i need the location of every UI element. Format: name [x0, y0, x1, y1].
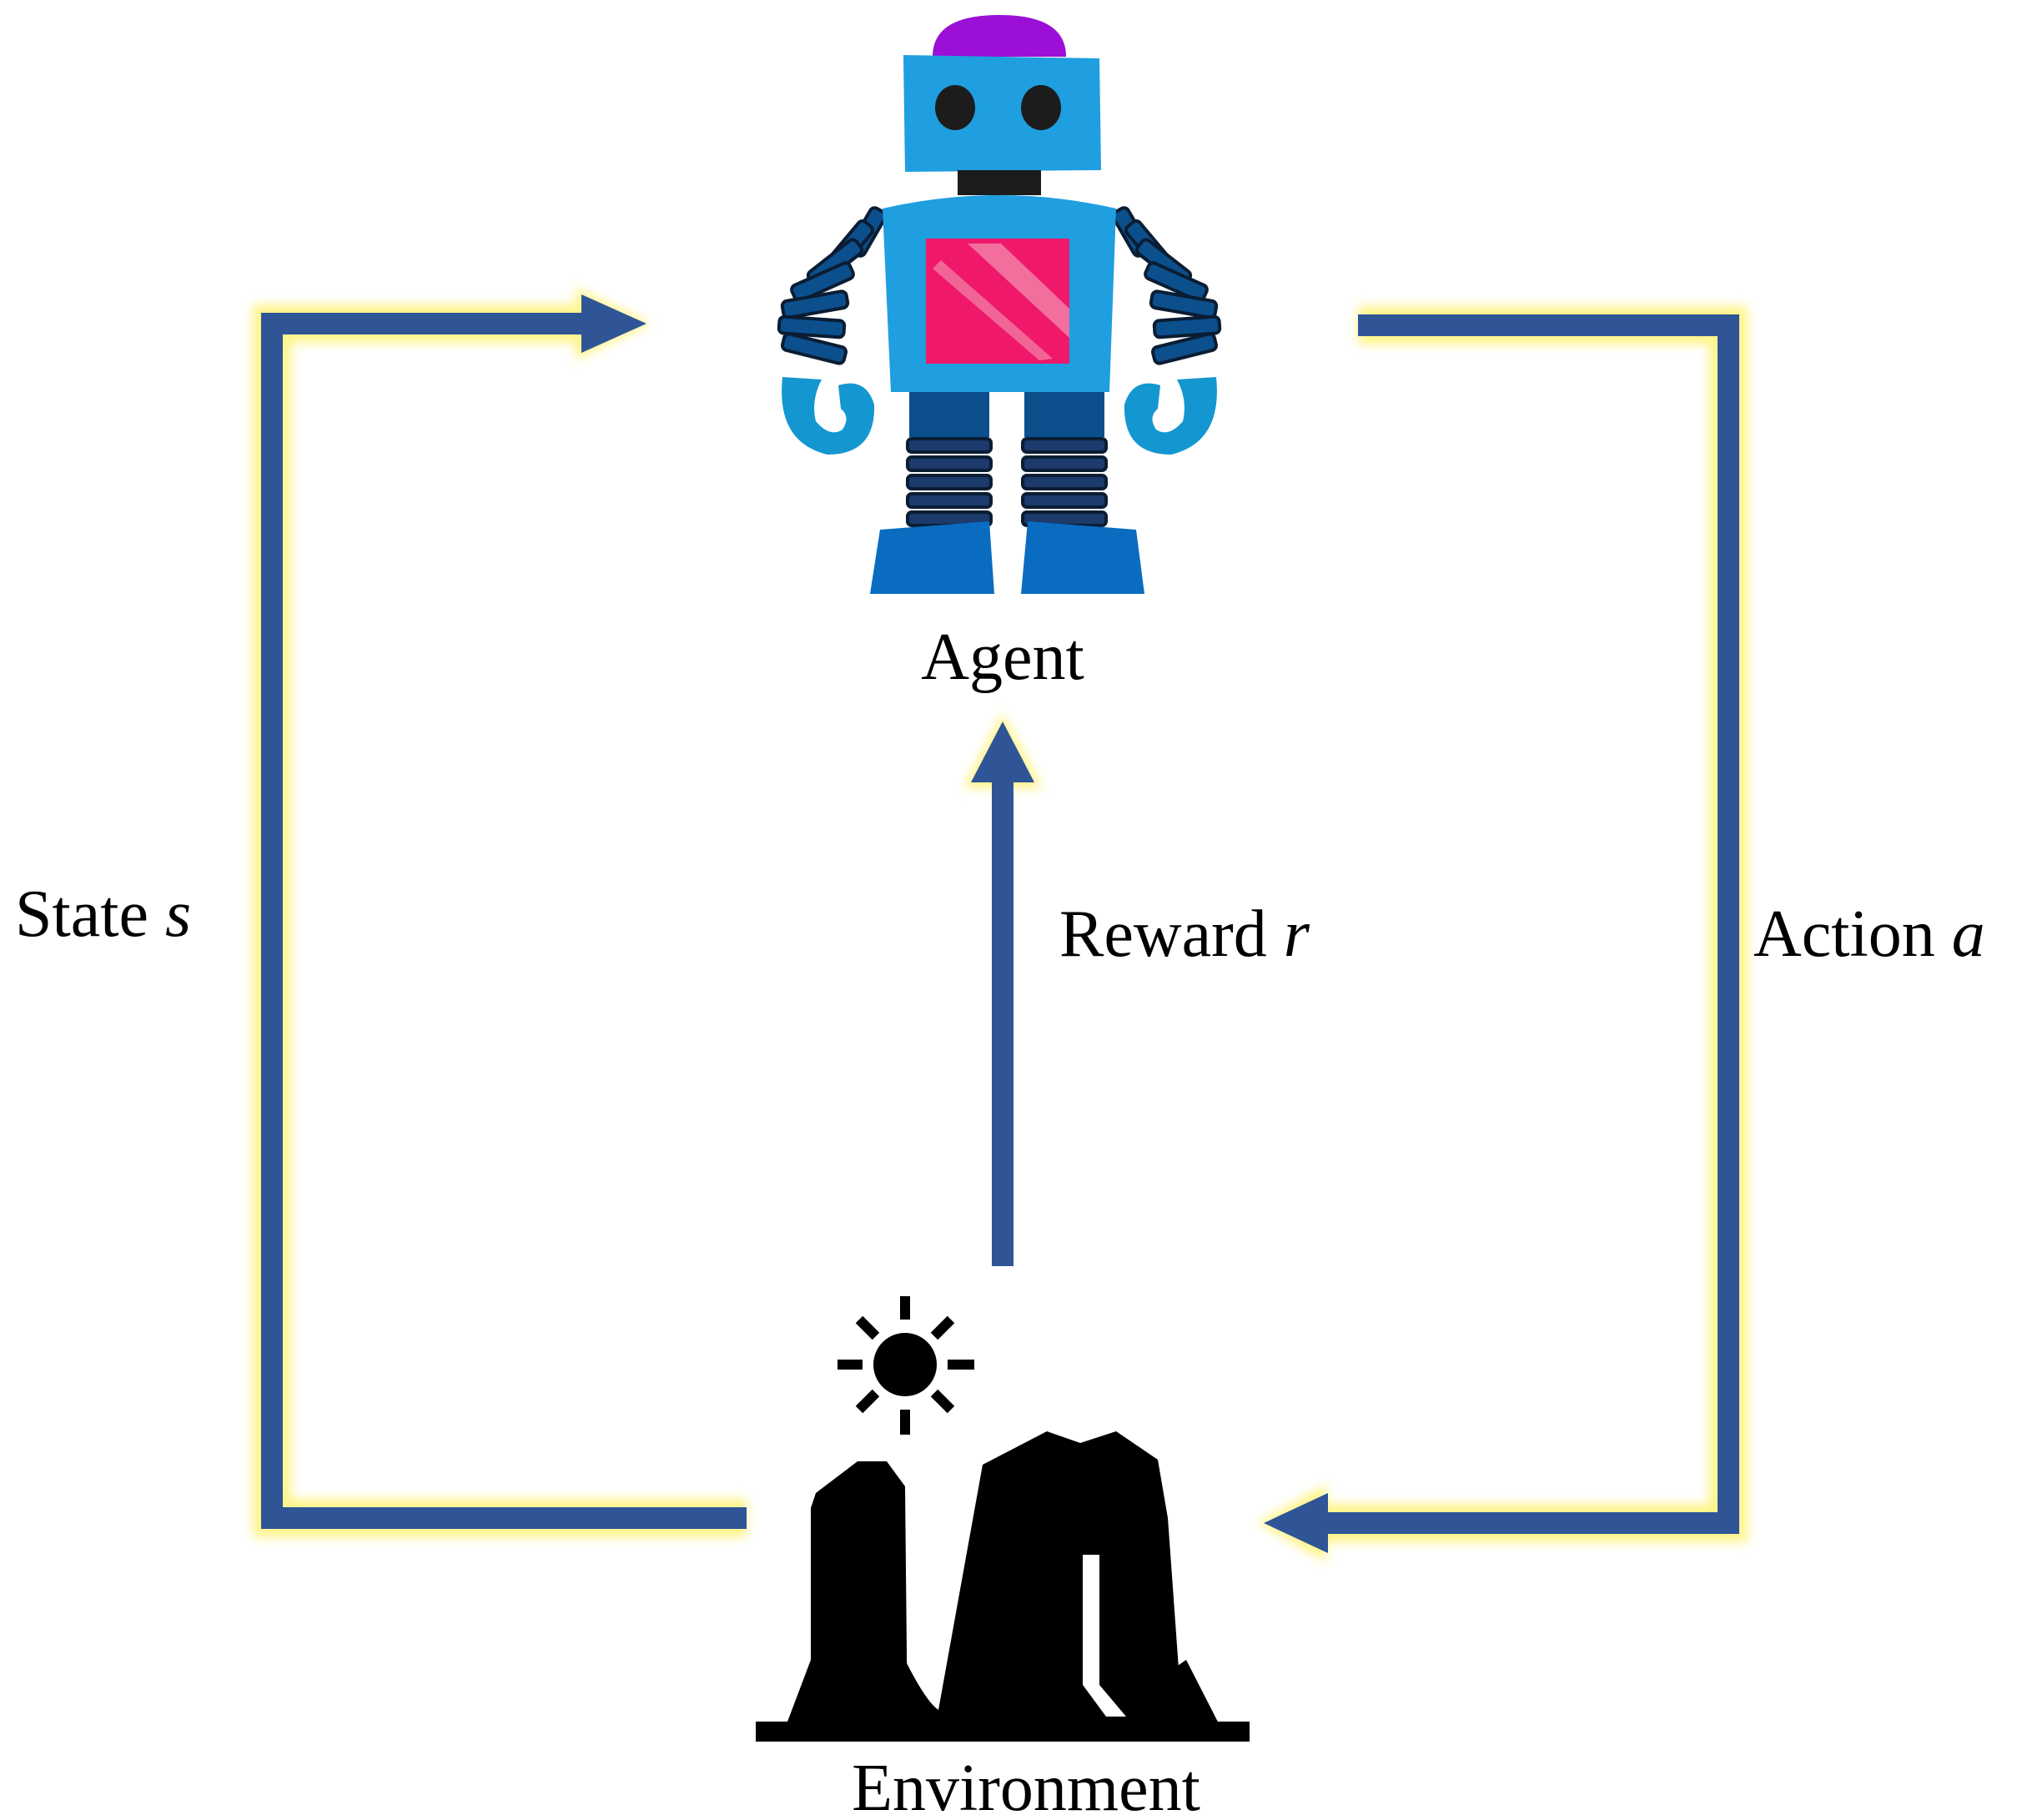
action-label: Action a [1753, 897, 1985, 971]
agent-label: Agent [921, 621, 1084, 694]
action-symbol: a [1952, 897, 1985, 971]
reward-arrowhead [971, 721, 1034, 782]
state-arrow [253, 288, 747, 1537]
action-arrowhead [1264, 1493, 1328, 1553]
action-arrow [1258, 306, 1748, 1561]
reward-label: Reward r [1059, 897, 1310, 971]
reward-arrow [963, 713, 1042, 1266]
state-word: State [15, 877, 148, 951]
landscape-icon [756, 1431, 1250, 1742]
state-label: State s [15, 877, 191, 951]
environment-label: Environment [852, 1752, 1200, 1820]
reward-word: Reward [1059, 897, 1267, 971]
reward-symbol: r [1284, 897, 1310, 971]
state-arrowhead [581, 294, 646, 353]
action-word: Action [1753, 897, 1935, 971]
robot-icon [777, 15, 1222, 594]
state-symbol: s [165, 877, 191, 951]
sun-icon [837, 1296, 974, 1435]
